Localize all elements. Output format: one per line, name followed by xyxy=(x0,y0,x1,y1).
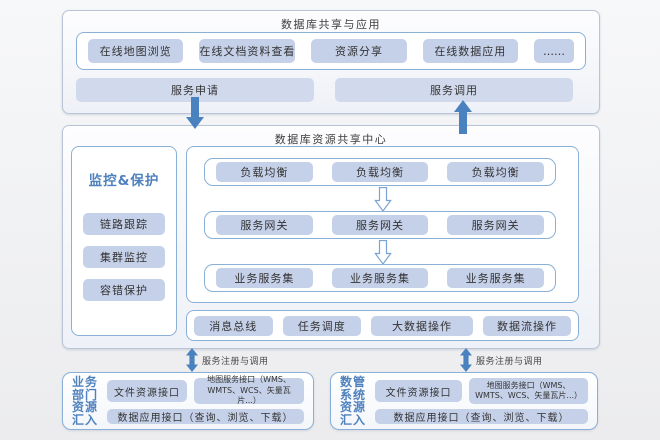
business-dept-content: 文件资源接口 地图服务接口（WMS、WMTS、WCS、矢量瓦片...） 数据应用… xyxy=(107,375,304,424)
map-interface-pill: 地图服务接口（WMS、WMTS、WCS、矢量瓦片...） xyxy=(194,375,304,405)
hollow-down-arrow-icon xyxy=(373,186,392,213)
register-invoke-group: 服务注册与调用 xyxy=(186,348,269,372)
file-interface-pill: 文件资源接口 xyxy=(107,380,188,402)
register-invoke-group: 服务注册与调用 xyxy=(460,348,543,372)
gateway-row: 服务网关 服务网关 服务网关 xyxy=(204,211,556,239)
app-pill-online-data: 在线数据应用 xyxy=(422,39,518,63)
service-set-row: 业务服务集 业务服务集 业务服务集 xyxy=(204,264,556,292)
load-balance-pill: 负载均衡 xyxy=(331,162,429,182)
bus-pill-dataflow: 数据流操作 xyxy=(483,315,571,336)
gateway-pill: 服务网关 xyxy=(331,215,429,235)
load-balance-row: 负载均衡 负载均衡 负载均衡 xyxy=(204,158,556,186)
double-arrow-icon xyxy=(460,348,472,372)
data-interface-pill: 数据应用接口（查询、浏览、下载） xyxy=(107,409,304,424)
up-arrow-icon xyxy=(454,100,472,134)
vertical-label-line: 资源 xyxy=(71,400,98,414)
down-arrow-icon xyxy=(186,97,204,129)
interface-row: 文件资源接口 地图服务接口（WMS、WMTS、WCS、矢量瓦片...） xyxy=(375,378,588,404)
share-center-box: 数据库资源共享中心 监控&保护 链路跟踪 集群监控 容错保护 负载均衡 负载均衡… xyxy=(62,125,600,349)
share-center-title: 数据库资源共享中心 xyxy=(274,133,388,146)
monitor-pill-cluster: 集群监控 xyxy=(83,246,165,268)
vertical-label-line: 资源 xyxy=(339,400,366,414)
bus-pill-bigdata: 大数据操作 xyxy=(371,315,474,336)
map-interface-pill: 地图服务接口（WMS、WMTS、WCS、矢量瓦片...） xyxy=(469,378,588,404)
vertical-label-line: 系统 xyxy=(339,387,366,402)
load-balance-pill: 负载均衡 xyxy=(447,162,545,182)
load-balance-pill: 负载均衡 xyxy=(216,162,313,182)
vertical-label-line: 汇入 xyxy=(339,412,366,427)
data-mgmt-content: 文件资源接口 地图服务接口（WMS、WMTS、WCS、矢量瓦片...） 数据应用… xyxy=(375,378,588,424)
business-dept-box: 业务 部门 资源 汇入 文件资源接口 地图服务接口（WMS、WMTS、WCS、矢… xyxy=(62,372,314,430)
vertical-label-line: 部门 xyxy=(71,387,98,402)
monitor-pill-fault: 容错保护 xyxy=(83,279,165,301)
vertical-label-line: 业务 xyxy=(71,375,98,389)
bus-pill-task: 任务调度 xyxy=(282,315,361,336)
double-arrow-icon xyxy=(186,348,198,372)
data-mgmt-label: 数管 系统 资源 汇入 xyxy=(338,375,368,427)
app-pill-online-doc: 在线文档资料查看 xyxy=(199,39,296,63)
bus-panel: 消息总线 任务调度 大数据操作 数据流操作 xyxy=(186,310,579,341)
app-pill-resource-share: 资源分享 xyxy=(311,39,407,63)
services-panel: 负载均衡 负载均衡 负载均衡 服务网关 服务网关 服务网关 业务服务集 业务服务… xyxy=(186,146,579,303)
app-layer-title: 数据库共享与应用 xyxy=(281,18,381,31)
register-invoke-label: 服务注册与调用 xyxy=(476,356,543,367)
gateway-pill: 服务网关 xyxy=(216,215,313,235)
apps-panel: 在线地图浏览 在线文档资料查看 资源分享 在线数据应用 …… xyxy=(76,32,586,70)
vertical-label-line: 汇入 xyxy=(71,412,98,427)
app-layer-box: 数据库共享与应用 在线地图浏览 在线文档资料查看 资源分享 在线数据应用 …… … xyxy=(62,10,600,114)
interface-row: 文件资源接口 地图服务接口（WMS、WMTS、WCS、矢量瓦片...） xyxy=(107,375,304,405)
register-invoke-label: 服务注册与调用 xyxy=(202,356,269,367)
hollow-down-arrow-icon xyxy=(373,239,392,266)
app-pill-ellipsis: …… xyxy=(533,39,574,63)
vertical-label-line: 数管 xyxy=(339,375,366,389)
data-interface-pill: 数据应用接口（查询、浏览、下载） xyxy=(375,409,588,424)
service-set-pill: 业务服务集 xyxy=(447,268,545,288)
monitor-pill-link-trace: 链路跟踪 xyxy=(83,213,165,235)
bus-pill-message: 消息总线 xyxy=(194,315,273,336)
gateway-pill: 服务网关 xyxy=(447,215,545,235)
business-dept-label: 业务 部门 资源 汇入 xyxy=(70,375,100,427)
monitor-panel: 监控&保护 链路跟踪 集群监控 容错保护 xyxy=(71,146,177,336)
service-set-pill: 业务服务集 xyxy=(331,268,429,288)
data-mgmt-box: 数管 系统 资源 汇入 文件资源接口 地图服务接口（WMS、WMTS、WCS、矢… xyxy=(330,372,598,430)
file-interface-pill: 文件资源接口 xyxy=(375,380,463,402)
service-set-pill: 业务服务集 xyxy=(216,268,313,288)
service-invoke-pill: 服务调用 xyxy=(335,78,573,102)
app-pill-online-map: 在线地图浏览 xyxy=(88,39,184,63)
monitor-panel-title: 监控&保护 xyxy=(88,173,160,189)
